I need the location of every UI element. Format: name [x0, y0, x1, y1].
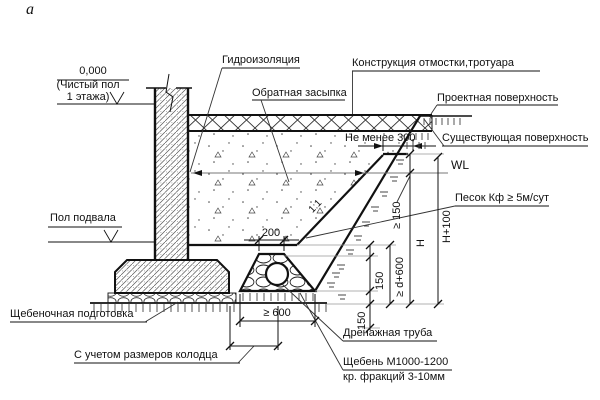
backfill-label: Обратная засыпка — [252, 87, 347, 99]
well-note-leader — [237, 345, 255, 364]
drain-pipe-label: Дренажная труба — [343, 327, 433, 339]
design-surface-label: Проектная поверхность — [437, 92, 559, 104]
level-zero-note: (Чистый пол 1 этажа) — [44, 79, 132, 103]
ground-ticks — [93, 293, 327, 312]
dim-ge150-label: ≥ 150 — [391, 201, 403, 229]
rubble-base — [107, 292, 237, 304]
label-underlines — [10, 67, 588, 371]
dim-ge-d600-label: ≥ d+600 — [394, 257, 406, 297]
min300-dimension-label: Не менее 300 — [345, 132, 416, 144]
level-zero-value: 0,000 — [79, 65, 107, 77]
basement-floor-label: Пол подвала — [50, 212, 116, 224]
blind-area-band — [188, 115, 432, 131]
waterproofing-leader — [189, 67, 223, 173]
leader-lines — [144, 67, 456, 371]
dim-well — [229, 306, 279, 350]
level-zero-mark-symbol — [109, 91, 125, 105]
dim-200 — [244, 236, 299, 251]
foundation-wall — [156, 88, 187, 260]
surface-soil-ticks — [406, 118, 461, 149]
sand-slope-line — [296, 154, 384, 246]
dim-h-label: Н — [415, 239, 427, 247]
dim-h100-label: Н+100 — [441, 210, 453, 243]
level-zero-note-line1: (Чистый пол — [56, 79, 120, 91]
drain-pipe-circle — [264, 261, 290, 287]
rubble-preparation-label: Щебеночная подготовка — [10, 308, 134, 320]
figure-letter: а — [26, 1, 34, 18]
dimension-ticks — [225, 149, 443, 351]
water-level-label: WL — [451, 158, 469, 172]
footing — [114, 259, 230, 294]
blind-area-label: Конструкция отмостки,тротуара — [352, 57, 514, 69]
existing-surface-label: Существующая поверхность — [442, 132, 589, 144]
wall-break-symbol — [165, 73, 174, 113]
soil-marks — [327, 159, 404, 300]
existing-surface-leader — [423, 118, 445, 147]
sand-leader — [305, 205, 456, 239]
dim-200-label: 200 — [261, 227, 281, 239]
waterproofing-label: Гидроизоляция — [222, 54, 300, 66]
ge150-leader — [396, 175, 411, 203]
gravel-label-line2: кр. фракций 3-10мм — [343, 371, 445, 383]
well-note-label: С учетом размеров колодца — [74, 349, 218, 361]
basement-floor-mark-symbol — [103, 229, 119, 243]
dim-150-lower-label: 150 — [356, 311, 368, 330]
design-surface-leader — [430, 104, 438, 115]
reference-lines — [284, 153, 444, 329]
backfill-area — [188, 131, 411, 245]
dimension-arrows — [193, 143, 422, 176]
trench-slope-line — [314, 115, 421, 292]
dim-150-upper-label: 150 — [374, 271, 386, 290]
gravel-label-line1: Щебень М1000-1200 — [343, 356, 449, 368]
backfill-leader — [260, 99, 290, 183]
rubble-prep-leader — [144, 301, 179, 323]
sand-label: Песок Кф ≥ 5м/сут — [455, 192, 550, 204]
gravel-leader — [299, 292, 344, 371]
dim-600-label: ≥ 600 — [263, 307, 291, 319]
level-zero-note-line2: 1 этажа) — [66, 91, 110, 103]
